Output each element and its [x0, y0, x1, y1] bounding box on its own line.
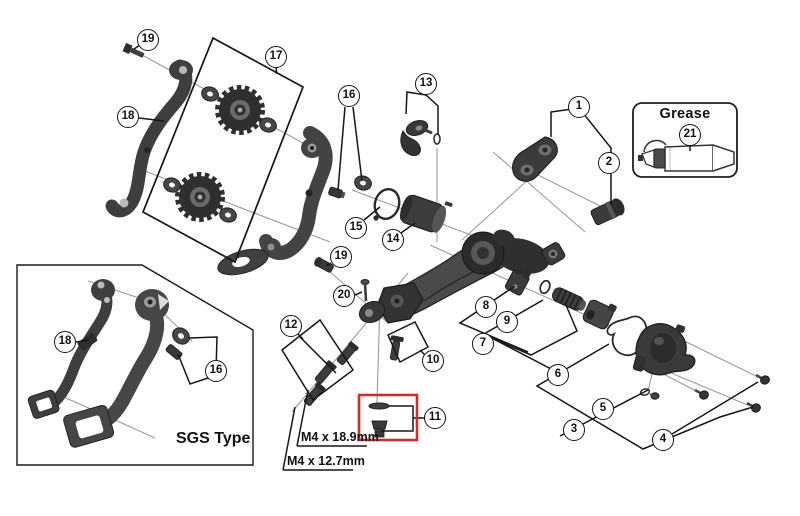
- part-motor-unit: [632, 323, 696, 376]
- part-screw-right-b: [746, 401, 761, 413]
- callout-2: 2: [598, 152, 620, 174]
- callout-13: 13: [415, 73, 437, 95]
- callout-8: 8: [475, 296, 497, 318]
- part-bolt-12a: [336, 341, 359, 365]
- part-outer-plate-top: [217, 126, 333, 276]
- callout-6: 6: [547, 364, 569, 386]
- part-screw-right-c: [694, 388, 709, 400]
- callout-11: 11: [424, 407, 446, 429]
- part-cable-guide-13: [400, 120, 433, 156]
- sgs-type-label: SGS Type: [176, 430, 251, 447]
- callout-20: 20: [333, 285, 355, 307]
- part-cap-6: [582, 299, 617, 330]
- part-ring-15: [373, 188, 401, 221]
- dimension-label-m4-18-9: M4 x 18.9mm: [301, 430, 379, 444]
- part-pulley-washers: [163, 86, 277, 223]
- dimension-label-m4-12-7: M4 x 12.7mm: [287, 454, 365, 468]
- part-outer-plate-sgs: [63, 289, 169, 448]
- grease-tube-21: [638, 139, 735, 172]
- part-bolt-12b: [314, 360, 337, 384]
- part-cap-14: [399, 194, 453, 233]
- callout-16: 16: [205, 360, 227, 382]
- grease-box-title: Grease: [659, 106, 711, 122]
- callout-19: 19: [137, 29, 159, 51]
- callout-3: 3: [563, 419, 585, 441]
- red-highlight-box: [357, 393, 419, 442]
- part-bolt-19-top: [122, 42, 145, 58]
- callout-19: 19: [330, 246, 352, 268]
- part-bolt-2: [590, 198, 625, 226]
- callout-18: 18: [117, 106, 139, 128]
- part-washer-16-top: [354, 175, 372, 191]
- part-inner-plate-sgs: [27, 279, 115, 419]
- part-bolt-16-top: [328, 186, 346, 199]
- part-screw-20: [360, 279, 370, 302]
- part-inner-plate-top: [105, 59, 193, 218]
- callout-1: 1: [568, 96, 590, 118]
- part-washer-16-sgs: [172, 327, 190, 345]
- callout-15: 15: [345, 217, 367, 239]
- callout-18: 18: [54, 331, 76, 353]
- callout-5: 5: [592, 398, 614, 420]
- part-oring-9: [539, 279, 551, 295]
- callout-9: 9: [496, 311, 518, 333]
- callout-7: 7: [472, 333, 494, 355]
- part-guide-pulley: [215, 85, 265, 135]
- part-main-body: [358, 229, 566, 324]
- part-spring-7: [552, 287, 587, 311]
- part-clip-13: [433, 133, 441, 145]
- part-screw-right-a: [755, 373, 770, 385]
- callout-12: 12: [280, 315, 302, 337]
- callout-10: 10: [422, 350, 444, 372]
- callout-4: 4: [652, 429, 674, 451]
- part-bolt-19-mid: [314, 257, 334, 273]
- part-bracket-axle-1: [512, 136, 558, 182]
- callout-16: 16: [338, 85, 360, 107]
- callout-14: 14: [382, 229, 404, 251]
- part-tension-pulley: [175, 172, 225, 222]
- callout-21: 21: [679, 124, 701, 146]
- callout-17: 17: [265, 46, 287, 68]
